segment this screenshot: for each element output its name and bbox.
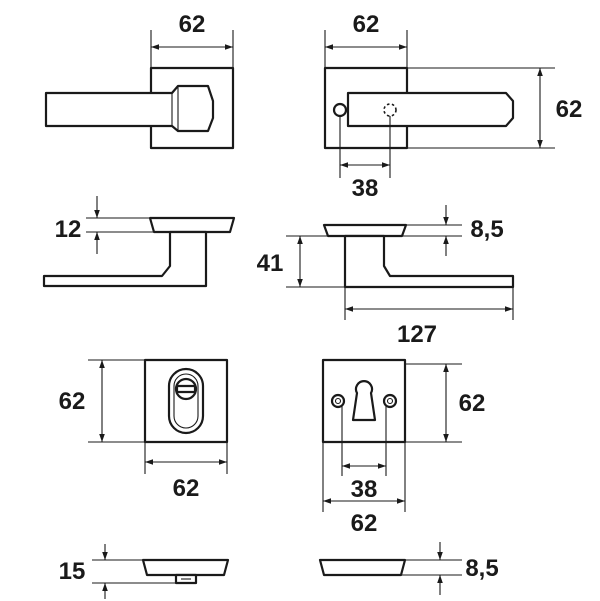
dimension-label: 62 [353,11,380,38]
dimension-label: 62 [556,96,583,123]
cylinder-rose-view: 62 38 62 [321,358,486,537]
thumbturn-inner [173,373,199,429]
spindle-hidden [383,103,397,117]
dimension-label: 127 [397,321,437,348]
dimension-label: 12 [55,216,82,243]
thumbturn-rose-profile: 15 [59,544,230,599]
dimension-label: 38 [351,476,378,503]
lever-side-view-left: 12 [42,196,236,288]
cylinder-keyhole [351,380,377,422]
rose-screw [332,102,348,118]
rose-profile [322,223,408,238]
lever-front-view-left: 62 [44,11,235,150]
rose-screw-left-inner [334,397,342,405]
rose-screw-right [382,393,398,409]
dimension-label: 8,5 [465,555,498,582]
lever-handle [44,84,215,133]
lever-profile [42,230,208,288]
thumbturn-rose-view: 62 62 [59,358,229,502]
dimension-label: 41 [257,250,284,277]
rose-screw-right-inner [386,397,394,405]
rose-profile [141,558,230,577]
dimension-label: 62 [59,388,86,415]
lever-handle [346,91,515,128]
lever-profile [343,234,515,289]
dimension-label: 38 [352,175,379,202]
dimension-label: 62 [459,390,486,417]
lever-front-view-right: 62 62 38 [323,11,583,202]
dimension-label: 62 [173,475,200,502]
lever-side-view-right: 8,5 41 127 [257,205,515,348]
dimension-label: 15 [59,558,86,585]
rose-screw-left [330,393,346,409]
rose-profile [318,558,407,577]
rose-profile [148,216,236,234]
thumbturn-grip [175,384,197,394]
dimension-label: 8,5 [470,216,503,243]
dimension-label: 62 [351,510,378,537]
dimension-label: 62 [179,11,206,38]
cylinder-rose-profile: 8,5 [318,542,499,595]
